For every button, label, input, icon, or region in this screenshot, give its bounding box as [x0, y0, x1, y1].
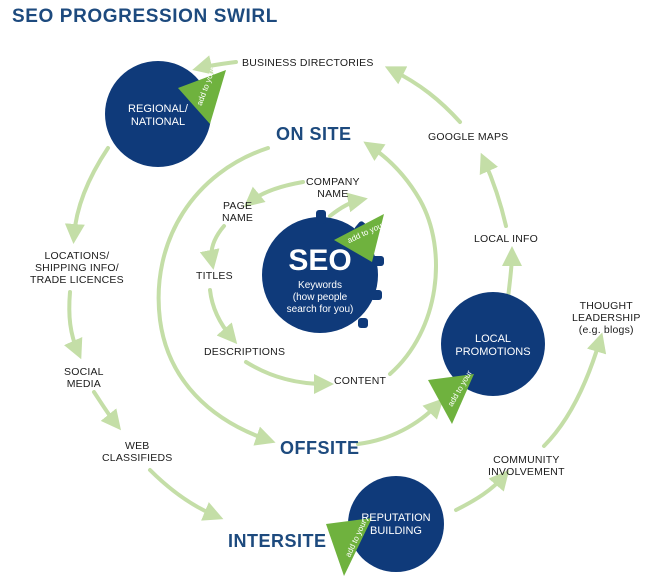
reputation-circle	[348, 476, 444, 572]
arrow-titles-to-descriptions	[208, 288, 238, 345]
arrow-offsite-to-local	[356, 398, 444, 446]
google-maps-label: GOOGLE MAPS	[428, 131, 509, 143]
web-classifieds-label: WEB CLASSIFIEDS	[102, 440, 173, 464]
arrow-regional-to-locations	[64, 146, 110, 244]
page-name-label: PAGE NAME	[222, 200, 254, 224]
local-promotions-circle	[441, 292, 545, 396]
local-info-label: LOCAL INFO	[474, 233, 539, 245]
arrow-onsite-to-offsite	[156, 146, 276, 446]
descriptions-label: DESCRIPTIONS	[204, 346, 286, 358]
arrow-social-to-web	[92, 390, 121, 431]
content-label: CONTENT	[334, 375, 387, 387]
arrow-googlemaps-to-business	[384, 66, 462, 124]
arrow-local-to-localinfo	[501, 246, 522, 300]
arrow-locations-to-social	[63, 290, 83, 360]
arrow-page-to-titles	[199, 224, 226, 270]
seo-keywords-label: Keywords (how people search for you)	[286, 280, 354, 315]
arrow-company-to-page	[243, 180, 305, 208]
titles-label: TITLES	[196, 270, 233, 282]
intersite-heading: INTERSITE	[228, 531, 327, 551]
social-media-label: SOCIAL MEDIA	[64, 366, 104, 390]
add-badge-intersite	[326, 518, 372, 576]
arrow-localinfo-to-googlemaps	[479, 152, 508, 228]
arrow-seo-to-company	[328, 192, 368, 218]
arrow-business-to-regional	[192, 55, 238, 75]
local-promotions-label: LOCAL PROMOTIONS	[455, 333, 531, 358]
community-involvement-label: COMMUNITY INVOLVEMENT	[488, 454, 565, 478]
arrow-content-to-onsite	[363, 141, 438, 376]
arrow-descriptions-to-content	[244, 360, 334, 394]
add-badge-seo	[334, 214, 384, 262]
diagram-title: SEO PROGRESSION SWIRL	[12, 6, 278, 27]
arrow-web-to-intersite	[148, 468, 224, 521]
offsite-heading: OFFSITE	[280, 438, 360, 458]
on-site-heading: ON SITE	[276, 124, 352, 144]
add-badge-regional	[178, 70, 226, 124]
arrow-community-to-thought	[542, 332, 607, 448]
business-directories-label: BUSINESS DIRECTORIES	[242, 57, 374, 69]
seo-center-title: SEO	[288, 244, 352, 277]
reputation-building-label: REPUTATION BUILDING	[361, 512, 431, 537]
arrow-reputation-to-community	[454, 469, 510, 512]
regional-national-label: REGIONAL/ NATIONAL	[128, 103, 188, 128]
add-badge-local	[428, 374, 474, 424]
thought-leadership-label: THOUGHT LEADERSHIP (e.g. blogs)	[572, 300, 641, 336]
company-name-label: COMPANY NAME	[306, 176, 360, 200]
locations-label: LOCATIONS/ SHIPPING INFO/ TRADE LICENCES	[30, 250, 124, 286]
